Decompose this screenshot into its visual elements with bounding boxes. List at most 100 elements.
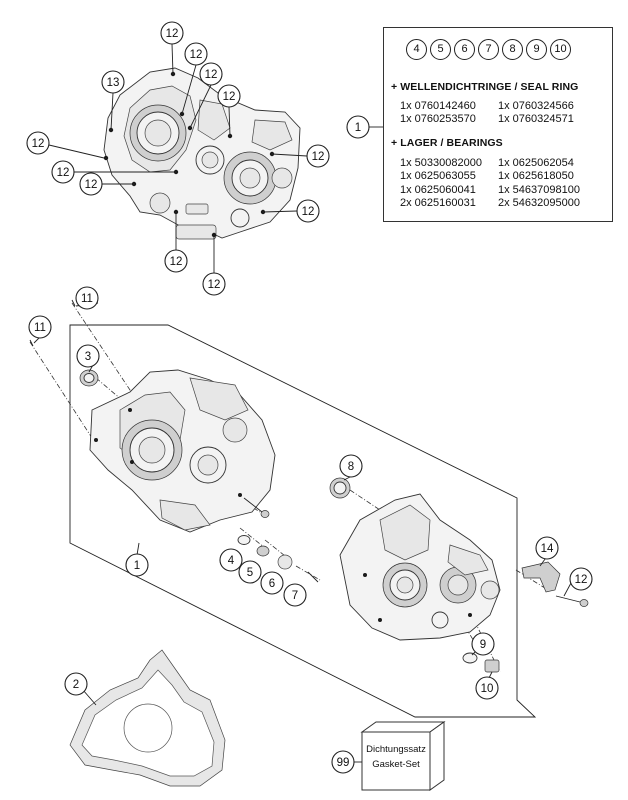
parts-info-box: 4 5 6 7 8 9 10 + WELLENDICHTRINGE / SEAL… <box>383 27 613 222</box>
pin-7 <box>307 571 319 583</box>
bearing-part-number: 1x 0625060041 <box>400 183 476 196</box>
svg-text:12: 12 <box>575 574 588 586</box>
kit-label-en: Gasket-Set <box>372 759 420 770</box>
svg-text:1: 1 <box>134 560 140 572</box>
seal-part-number: 1x 0760324566 <box>498 100 574 112</box>
exploded-leaders <box>33 302 572 679</box>
nut-5 <box>256 545 270 557</box>
seals-section-title: + WELLENDICHTRINGE / SEAL RING <box>391 81 579 93</box>
bearing-part-number: 2x 0625160031 <box>400 197 476 210</box>
svg-text:12: 12 <box>208 279 221 291</box>
callout-9: 9 <box>471 632 495 656</box>
svg-text:13: 13 <box>107 77 120 89</box>
svg-text:11: 11 <box>81 293 93 305</box>
bearings-list: 1x 50330082000 1x 0625062054 1x 06250630… <box>400 157 598 211</box>
callout-99: 99 <box>331 750 355 774</box>
gasket-kit-box: Dichtungssatz Gasket-Set <box>360 721 446 791</box>
callout-12-exploded: 12 <box>569 567 593 591</box>
callout-2: 2 <box>64 672 88 696</box>
callout-10: 10 <box>475 676 499 700</box>
included-part-circle: 10 <box>550 39 571 60</box>
exploded-view-frame <box>69 324 537 718</box>
callout-12-bottom-b: 12 <box>202 272 226 296</box>
svg-text:7: 7 <box>292 590 298 602</box>
right-case-half <box>339 493 501 641</box>
included-part-circle: 8 <box>502 39 523 60</box>
callout-12-right-b: 12 <box>296 199 320 223</box>
seals-list: 1x 0760142460 1x 0760324566 1x 076025357… <box>400 100 598 127</box>
svg-text:12: 12 <box>57 167 70 179</box>
bearing-8 <box>329 477 351 499</box>
exploded-callouts: 11 11 3 8 1 4 5 6 7 14 12 9 10 <box>28 286 593 700</box>
callout-12-bottom-a: 12 <box>164 249 188 273</box>
callout-1-infobox: 1 <box>346 115 370 139</box>
callout-4: 4 <box>219 548 243 572</box>
bolt-11b <box>29 339 34 347</box>
seal-part-number: 1x 0760324571 <box>498 113 574 126</box>
callout-13: 13 <box>101 70 125 94</box>
callout-3: 3 <box>76 344 100 368</box>
svg-text:2: 2 <box>73 679 79 691</box>
callout-11-b: 11 <box>28 315 52 339</box>
callout-7: 7 <box>283 583 307 607</box>
bolt-11a <box>71 299 76 307</box>
callout-11-a: 11 <box>75 286 99 310</box>
left-case-half <box>89 369 276 533</box>
svg-text:8: 8 <box>348 461 354 473</box>
seal-part-number: 1x 0760253570 <box>400 113 476 126</box>
callout-6: 6 <box>260 571 284 595</box>
svg-text:12: 12 <box>312 151 325 163</box>
callout-1: 1 <box>125 553 149 577</box>
bearing-part-number: 2x 54632095000 <box>498 197 580 210</box>
bearing-part-number: 1x 0625063055 <box>400 170 476 183</box>
callout-12-top-a: 12 <box>160 21 184 45</box>
svg-text:4: 4 <box>228 555 235 567</box>
washer-9 <box>462 652 478 664</box>
callout-14: 14 <box>535 536 559 560</box>
assembled-case-illustration <box>103 67 301 240</box>
bearing-part-number: 1x 0625062054 <box>498 157 574 169</box>
svg-text:12: 12 <box>166 28 179 40</box>
callout-5: 5 <box>238 560 262 584</box>
bracket-14 <box>521 561 561 593</box>
callout-12-right-a: 12 <box>306 144 330 168</box>
included-part-circle: 4 <box>406 39 427 60</box>
svg-text:12: 12 <box>32 138 45 150</box>
svg-text:3: 3 <box>85 351 91 363</box>
callout-12-left-a: 12 <box>26 131 50 155</box>
callout-8: 8 <box>339 454 363 478</box>
svg-text:12: 12 <box>170 256 183 268</box>
svg-text:10: 10 <box>481 683 494 695</box>
top-view-callouts: 12 12 12 12 13 12 12 12 12 12 12 12 1 <box>26 21 370 296</box>
svg-text:9: 9 <box>480 639 486 651</box>
svg-text:12: 12 <box>190 49 203 61</box>
callout-12-top-b: 12 <box>184 42 208 66</box>
kit-label-de: Dichtungssatz <box>366 744 426 755</box>
bolt-mid <box>243 497 270 518</box>
svg-text:1: 1 <box>355 122 361 134</box>
svg-text:6: 6 <box>269 578 275 590</box>
included-part-circle: 7 <box>478 39 499 60</box>
plug-10 <box>484 659 500 673</box>
seal-3 <box>79 369 99 387</box>
callout-12-left-c: 12 <box>79 172 103 196</box>
svg-text:12: 12 <box>205 69 218 81</box>
included-part-circle: 6 <box>454 39 475 60</box>
bushing-6 <box>277 554 293 570</box>
svg-text:99: 99 <box>337 757 350 769</box>
svg-text:14: 14 <box>541 543 554 555</box>
washer-4 <box>237 535 251 545</box>
svg-text:12: 12 <box>223 91 236 103</box>
bearings-section-title: + LAGER / BEARINGS <box>391 137 503 149</box>
svg-text:5: 5 <box>247 567 253 579</box>
included-part-circle: 9 <box>526 39 547 60</box>
included-parts-circles: 4 5 6 7 8 9 10 <box>406 39 571 60</box>
callout-12-top-d: 12 <box>217 84 241 108</box>
svg-text:11: 11 <box>34 322 46 334</box>
bolt-12 <box>555 595 589 607</box>
included-part-circle: 5 <box>430 39 451 60</box>
gasket-2 <box>69 649 226 787</box>
seal-part-number: 1x 0760142460 <box>400 100 476 112</box>
callout-12-left-b: 12 <box>51 160 75 184</box>
